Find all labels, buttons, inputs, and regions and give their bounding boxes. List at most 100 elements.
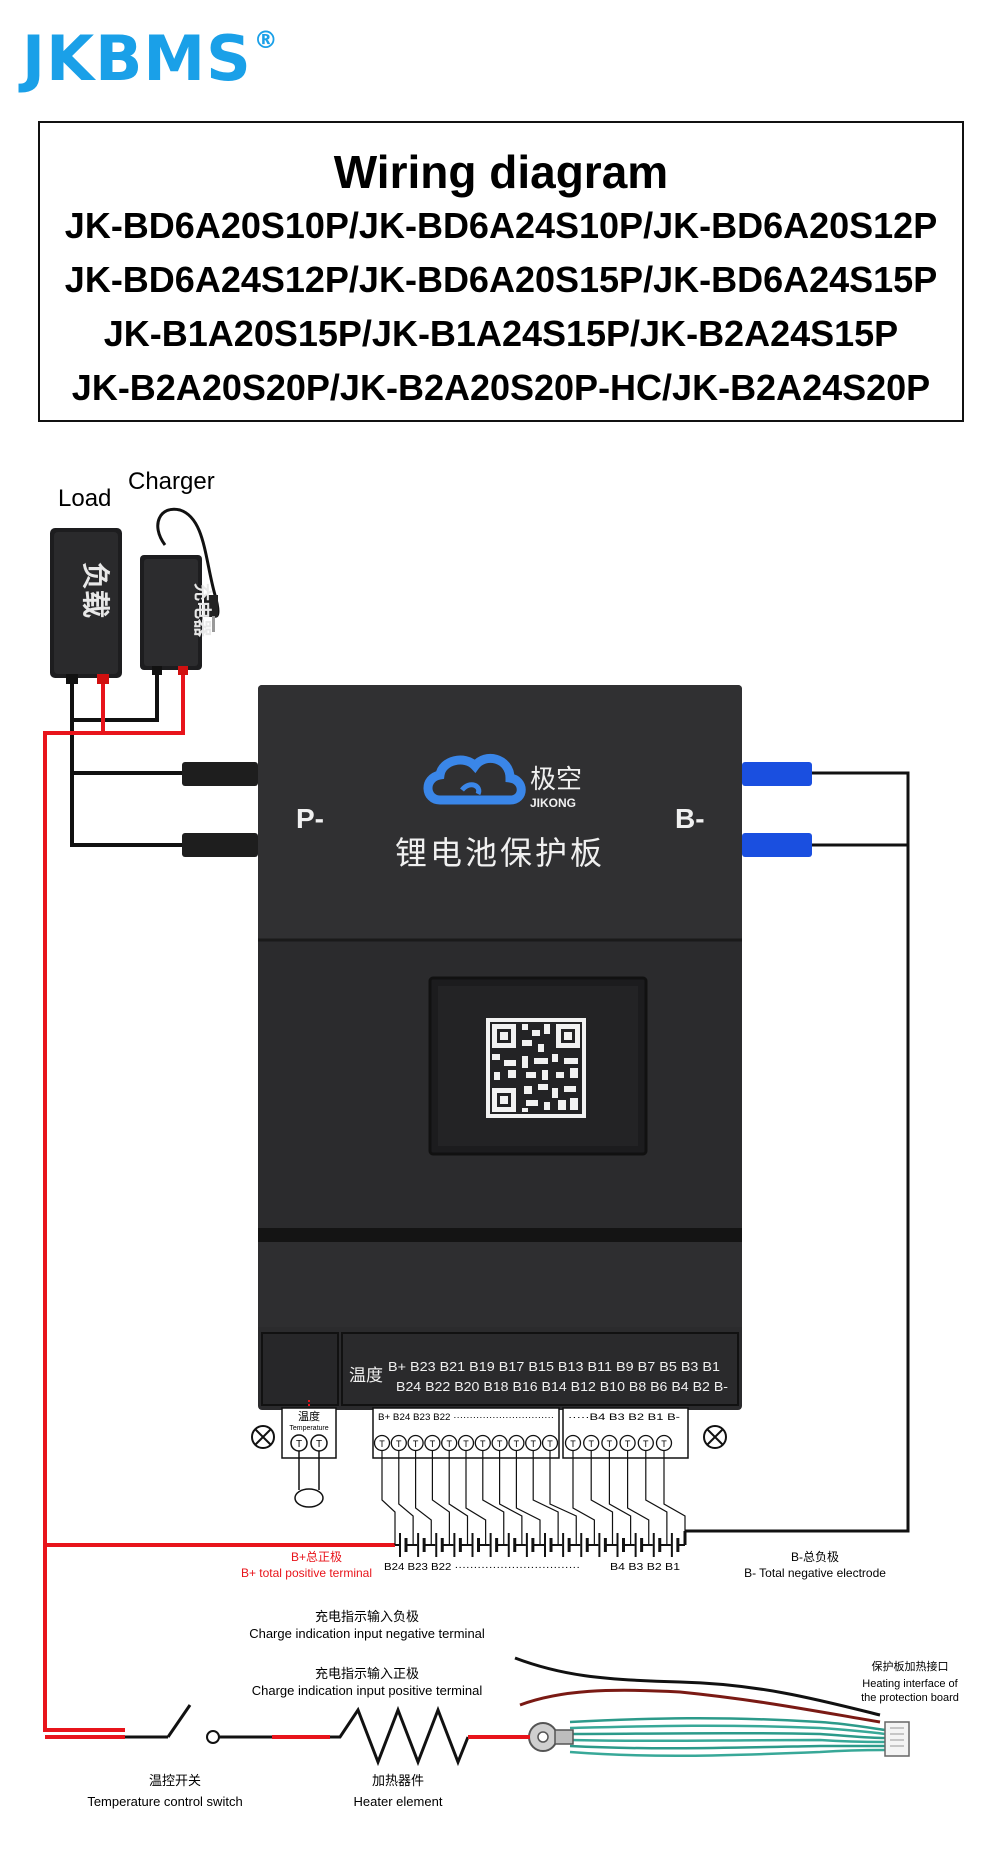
brand-logo-text: JKBMS xyxy=(22,22,252,95)
cells-bottom-labels-right: B4 B3 B2 B1 xyxy=(610,1562,681,1573)
model-line-4: JK-B2A20S20P/JK-B2A20S20P-HC/JK-B2A24S20… xyxy=(71,367,931,408)
cell-gap xyxy=(525,1536,534,1554)
cell-gap xyxy=(507,1536,516,1554)
balance-pin-letter: T xyxy=(530,1439,536,1449)
balance-pin-letter: T xyxy=(413,1439,419,1449)
balance-pin-letter: T xyxy=(446,1439,452,1449)
balance-pin xyxy=(390,1434,407,1452)
sense-wire xyxy=(645,1451,668,1545)
cell-gap xyxy=(634,1536,643,1554)
load-body-text: 负载 xyxy=(80,562,111,618)
diagram-title: Wiring diagram xyxy=(333,146,669,198)
indication-pos-wire xyxy=(519,1688,881,1724)
sense-wire xyxy=(482,1451,505,1545)
heating-wire-bundle xyxy=(569,1716,886,1758)
balance-pin xyxy=(619,1434,636,1452)
balance-pin xyxy=(541,1434,559,1452)
connector-temp-cn: 温度 xyxy=(349,1366,383,1385)
sense-wire xyxy=(499,1451,523,1545)
bplus-terminal-en: B+ total positive terminal xyxy=(241,1566,372,1580)
sense-wire xyxy=(549,1451,577,1545)
temp-sensor-label-en: Temperature xyxy=(289,1425,328,1432)
sense-wire xyxy=(398,1451,414,1545)
cell-gap xyxy=(544,1536,552,1554)
cell-gap xyxy=(598,1536,607,1554)
brand-logo: JKBMS® xyxy=(22,22,279,95)
bms-brand-en: JIKONG xyxy=(530,796,576,810)
cell-gap xyxy=(489,1536,498,1554)
sense-wire xyxy=(448,1451,469,1545)
balance-pin xyxy=(373,1434,391,1452)
heater-element-en: Heater element xyxy=(354,1794,443,1809)
balance-pin-letter: T xyxy=(514,1439,520,1449)
balance-pin xyxy=(564,1434,582,1452)
heating-interface-cn: 保护板加热接口 xyxy=(872,1659,949,1673)
connector-row-1: B+ B23 B21 B19 B17 B15 B13 B11 B9 B7 B5 … xyxy=(388,1359,720,1374)
sense-wire xyxy=(381,1451,396,1545)
model-line-3: JK-B1A20S15P/JK-B1A24S15P/JK-B2A24S15P xyxy=(103,313,899,354)
sense-wire xyxy=(515,1451,541,1545)
charge-indication-neg-en: Charge indication input negative termina… xyxy=(249,1626,485,1641)
cell-gap xyxy=(471,1536,480,1554)
temp-sensor-label-cn: 温度 xyxy=(298,1409,320,1423)
load-label: Load xyxy=(58,485,111,512)
bms-brand-cn: 极空 xyxy=(530,764,582,794)
heater-element-icon xyxy=(330,1705,470,1767)
bms-title-cn: 锂电池保护板 xyxy=(395,835,605,871)
bminus-terminal-en: B- Total negative electrode xyxy=(744,1566,886,1580)
cell-gap xyxy=(652,1536,661,1554)
charger-device: 充电器 xyxy=(140,555,213,675)
balance-pin xyxy=(525,1434,542,1452)
cell-gap xyxy=(417,1536,426,1554)
sense-wire xyxy=(608,1451,632,1545)
b-minus-wires xyxy=(685,771,910,1533)
balance-pin xyxy=(508,1434,525,1452)
cell-sense-wires xyxy=(381,1451,686,1545)
cell-gap xyxy=(399,1536,407,1554)
temp-sensor: 温度 Temperature T T xyxy=(281,1400,337,1508)
cell-gap xyxy=(562,1536,571,1554)
bplus-terminal-cn: B+总正极 xyxy=(291,1550,342,1564)
cells-bottom-labels-left: B24 B23 B22 ····························… xyxy=(384,1562,580,1573)
charger-label: Charger xyxy=(128,468,215,495)
sense-wire xyxy=(590,1451,614,1545)
cell-string xyxy=(395,1531,687,1557)
balance-pin-letter: T xyxy=(625,1439,631,1449)
balance-pin-letter: T xyxy=(497,1439,503,1449)
cell-gap xyxy=(670,1536,679,1554)
balance-pin xyxy=(601,1434,618,1452)
balance-pin xyxy=(655,1434,673,1452)
balance-pin xyxy=(424,1434,441,1452)
bms-p-minus-label: P- xyxy=(296,803,324,834)
sense-wire xyxy=(532,1451,559,1545)
cloud-logo-icon xyxy=(423,753,526,805)
temperature-switch-en: Temperature control switch xyxy=(87,1794,242,1809)
sense-wire xyxy=(431,1451,450,1545)
model-line-1: JK-BD6A20S10P/JK-BD6A24S10P/JK-BD6A20S12… xyxy=(64,205,938,246)
sense-wire xyxy=(627,1451,650,1545)
p-minus-cables xyxy=(182,762,258,857)
connector-row-2: B24 B22 B20 B18 B16 B14 B12 B10 B8 B6 B4… xyxy=(396,1379,728,1394)
indication-neg-wire xyxy=(514,1656,881,1717)
balance-pin-letter: T xyxy=(480,1439,486,1449)
balance-pin xyxy=(474,1434,491,1452)
cell-gap xyxy=(435,1536,444,1554)
balance-pin xyxy=(637,1434,654,1452)
lamp-icon-right xyxy=(703,1425,727,1449)
sense-wire xyxy=(572,1451,595,1545)
heater-element-cn: 加热器件 xyxy=(372,1773,424,1788)
sense-wire xyxy=(663,1451,686,1545)
balance-plug-left-labels: B+ B24 B23 B22 ·························… xyxy=(378,1412,554,1422)
balance-pin xyxy=(457,1434,475,1452)
heating-interface-en-2: the protection board xyxy=(861,1692,959,1704)
lamp-icon-left xyxy=(251,1425,275,1449)
qr-code-icon xyxy=(486,1018,586,1118)
balance-pin-letter: T xyxy=(588,1439,594,1449)
balance-pin xyxy=(583,1434,600,1452)
svg-text:T: T xyxy=(296,1439,302,1450)
temperature-switch-cn: 温控开关 xyxy=(149,1773,201,1788)
registered-mark: ® xyxy=(253,26,279,54)
balance-plug-right-labels: ·····B4 B3 B2 B1 B- xyxy=(568,1412,680,1422)
balance-pin-letter: T xyxy=(570,1439,576,1449)
